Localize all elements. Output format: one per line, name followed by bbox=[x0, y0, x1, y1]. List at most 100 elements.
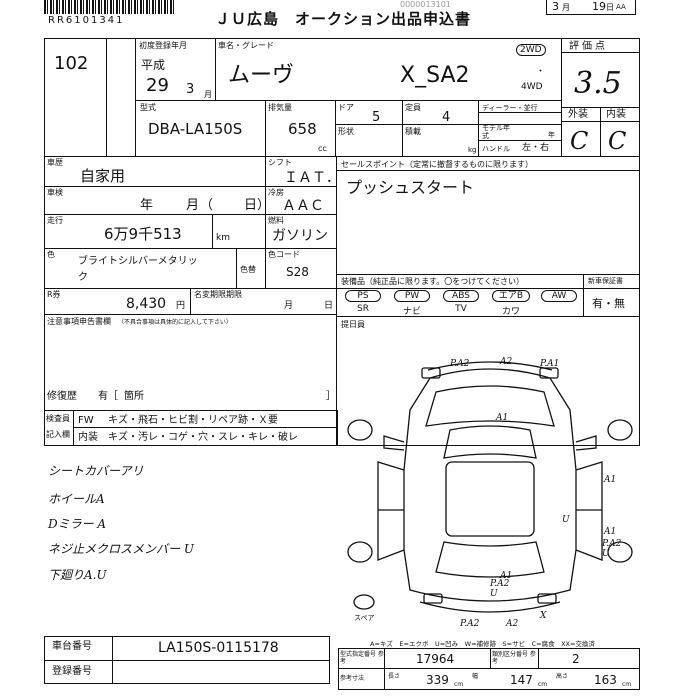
registration-era: 平成 bbox=[141, 58, 166, 72]
interior-grade: C bbox=[608, 127, 627, 155]
mark-rear-bumper-pa: P.A2 bbox=[459, 619, 480, 629]
mileage-unit: km bbox=[216, 233, 230, 243]
inspection-label: 車検 bbox=[47, 188, 63, 197]
model-name: ムーヴ bbox=[228, 63, 295, 88]
type-code-value: DBA-LA150S bbox=[148, 120, 243, 138]
mark-right-rear: A1 bbox=[603, 527, 616, 537]
cert-ref-label: 参考寸法 bbox=[340, 675, 365, 682]
model-label: 車名・グレード bbox=[218, 41, 274, 50]
inspection-month-unit: 月 bbox=[186, 198, 200, 213]
cert-width-label: 幅 bbox=[472, 673, 479, 680]
recycle-unit: 円 bbox=[176, 301, 186, 311]
cert-length-label: 長さ bbox=[388, 673, 401, 680]
mark-right-rear-u: U bbox=[602, 549, 610, 559]
mark-right-u: U bbox=[562, 515, 570, 525]
load-unit: kg bbox=[468, 146, 477, 154]
load-label: 積載 bbox=[405, 127, 421, 136]
mark-rear-x: X bbox=[539, 611, 547, 621]
repair-value: 有［ bbox=[98, 391, 118, 402]
color-value-line1: ブライトシルバーメタリッ bbox=[78, 256, 198, 267]
chassis-value: LA150S-0115178 bbox=[158, 640, 279, 656]
drive-2wd: 2WD bbox=[516, 44, 546, 56]
car-damage-diagram: P.A2 A2 P.A1 A1 A1 U A1 P.A2 U P.A2 U A1… bbox=[347, 357, 633, 629]
registration-month-unit: 月 bbox=[204, 90, 212, 99]
hand-note-1: シートカバーアリ bbox=[48, 464, 144, 478]
inspection-open-paren: （ bbox=[200, 198, 214, 213]
date-day-unit: 日 bbox=[606, 3, 614, 12]
mark-right-door: A1 bbox=[603, 475, 616, 485]
cert-height-unit: cm bbox=[622, 681, 632, 688]
mileage-label: 走行 bbox=[47, 216, 63, 225]
equip-tv: TV bbox=[455, 304, 467, 314]
cert-width-value: 147 bbox=[510, 673, 533, 687]
equip-navi: ナビ bbox=[402, 307, 421, 317]
equipment-label: 装備品（純正品に限ります。〇をつけてください） bbox=[341, 277, 524, 286]
sales-point-label: セールスポイント（定常に撤督するものに限ります） bbox=[341, 160, 533, 169]
color-code-label: 色コード bbox=[268, 250, 300, 259]
reg-expiry-month: 月 bbox=[284, 301, 294, 311]
shape-label: 形状 bbox=[338, 127, 354, 136]
aircon-label: 冷房 bbox=[268, 188, 284, 197]
cert-box bbox=[338, 648, 640, 690]
mark-rear-u: U bbox=[490, 589, 498, 599]
drive-dot: ・ bbox=[536, 67, 546, 77]
registration-label: 初度登録年月 bbox=[139, 41, 187, 50]
mileage-value: 6万9千513 bbox=[104, 225, 182, 243]
cert-length-value: 339 bbox=[426, 673, 449, 687]
equip-abs: ABS bbox=[443, 290, 479, 302]
date-day: 19 bbox=[592, 0, 606, 13]
registration-year: 29 bbox=[146, 75, 169, 96]
recycle-label: R券 bbox=[47, 290, 61, 299]
mark-rear-bumper-a: A2 bbox=[505, 619, 518, 629]
manual-label: 新車保証書 bbox=[588, 277, 623, 285]
barcode bbox=[44, 0, 174, 14]
inspection-year-unit: 年 bbox=[140, 198, 154, 213]
model-year-unit: 年 bbox=[548, 131, 555, 139]
equip-pw: PW bbox=[394, 290, 430, 302]
displacement-value: 658 bbox=[288, 120, 317, 138]
equip-airbag: エアB bbox=[492, 290, 530, 302]
mark-right-rear-pa: P.A2 bbox=[601, 539, 622, 549]
date-month-unit: 月 bbox=[562, 3, 570, 12]
type-code-label: 型式 bbox=[140, 103, 156, 112]
inspection-day-unit: 日） bbox=[244, 198, 271, 213]
mark-front-left: P.A2 bbox=[449, 359, 470, 369]
inspector-label2: 記入欄 bbox=[46, 430, 70, 439]
color-code-value: S28 bbox=[286, 265, 309, 279]
faint-number: 0000013101 bbox=[400, 0, 451, 9]
interior-label: 内装 bbox=[606, 109, 626, 120]
cert-type-value: 17964 bbox=[416, 652, 455, 666]
mark-front-right: P.A1 bbox=[539, 359, 559, 369]
form-title: ＪＵ広島 オークション出品申込書 bbox=[215, 10, 472, 28]
cert-length-unit: cm bbox=[454, 681, 464, 688]
repair-suffix: 箇所 bbox=[124, 391, 144, 402]
cert-type-label: 型式指定番号 参考 bbox=[340, 651, 384, 665]
evaluation-score: 3.5 bbox=[574, 66, 622, 101]
equip-aw: AW bbox=[541, 290, 577, 302]
equip-sr: SR bbox=[357, 304, 369, 314]
repair-label: 修復歴 bbox=[47, 391, 77, 402]
date-suffix: AA bbox=[616, 3, 626, 11]
evaluation-label: 評価点 bbox=[569, 41, 608, 52]
chassis-label: 車台番号 bbox=[52, 641, 92, 652]
inspector-notes-box bbox=[44, 410, 338, 446]
fuel-label: 燃料 bbox=[268, 216, 284, 225]
handle-value: 左・右 bbox=[522, 143, 550, 153]
hand-note-2: ホイールA bbox=[48, 492, 105, 506]
date-box bbox=[546, 0, 636, 15]
inspector-row2-prefix: 内装 bbox=[78, 432, 98, 443]
inspector-row1-prefix: FW bbox=[78, 415, 94, 426]
capacity-label: 定員 bbox=[405, 103, 421, 112]
mark-rear-pa-1: P.A2 bbox=[489, 579, 510, 589]
history-label: 車歴 bbox=[47, 158, 63, 167]
cert-width-unit: cm bbox=[538, 681, 548, 688]
doors-label: ドア bbox=[338, 103, 354, 112]
aircon-value: ＡＡＣ bbox=[282, 198, 324, 214]
exterior-grade: C bbox=[570, 127, 589, 155]
barcode-number: RR6101341 bbox=[48, 15, 125, 26]
manual-value: 有・無 bbox=[592, 297, 625, 310]
date-month: 3 bbox=[552, 0, 559, 13]
hand-note-3: Dミラー A bbox=[48, 517, 107, 531]
reg-number-label: 登録番号 bbox=[52, 666, 92, 677]
sales-point-value: プッシュスタート bbox=[346, 178, 475, 197]
